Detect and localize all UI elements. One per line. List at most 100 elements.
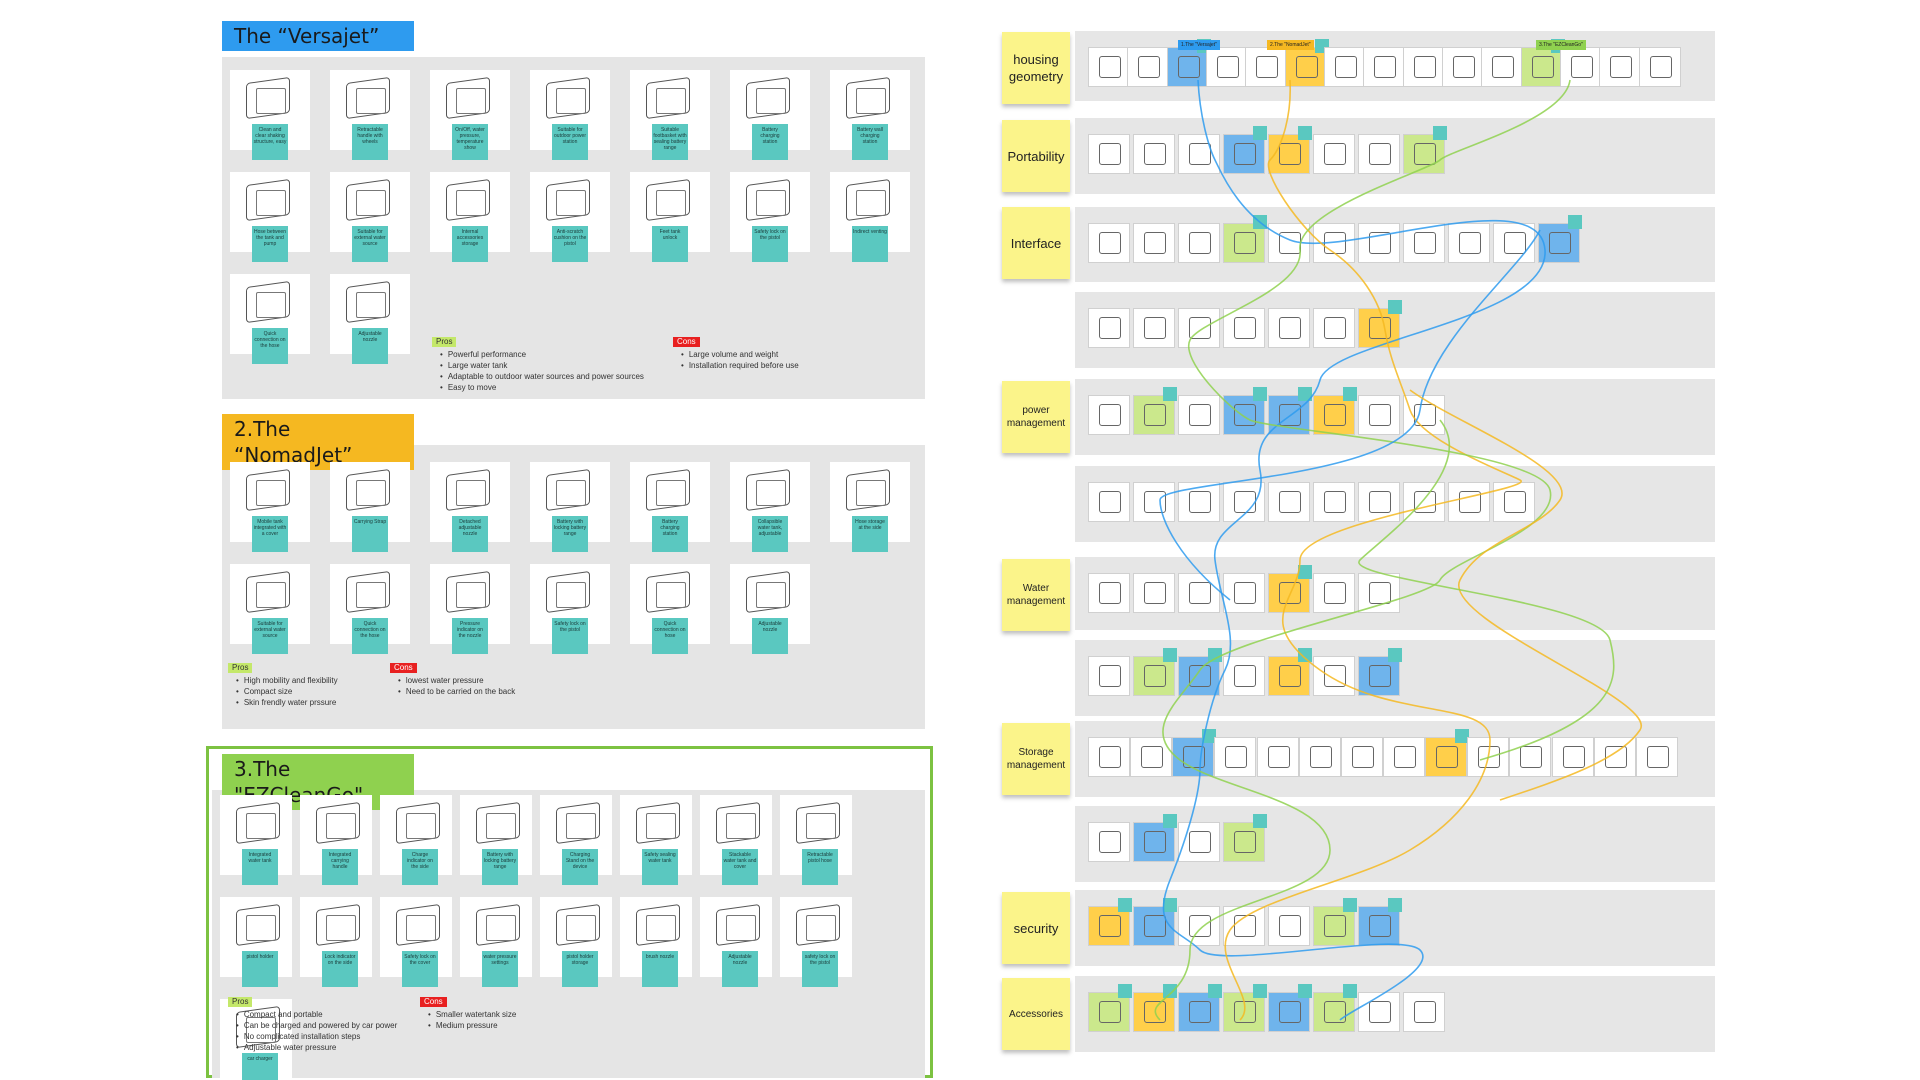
pros-list-label: Pros: [228, 663, 253, 673]
option-sketch: [1178, 822, 1220, 862]
option-sketch: [1403, 992, 1445, 1032]
pros-list: ProsHigh mobility and flexibilityCompact…: [228, 662, 338, 708]
sketch-grid: Clean and clear shaking structure, easy R…: [230, 70, 917, 364]
option-sketch: [1223, 223, 1265, 263]
option-sketch: [1127, 47, 1170, 87]
sketch-drawing: [856, 88, 886, 114]
cons-list: ConsLarge volume and weightInstallation …: [673, 336, 799, 371]
sketch-card: Adjustable nozzle: [700, 897, 772, 987]
option-sketch: [1448, 482, 1490, 522]
option-sketch: [1223, 656, 1265, 696]
option-sketch: [1358, 656, 1400, 696]
sketch-card: Indirect venting: [830, 172, 910, 262]
sticky-note: Integrated water tank: [242, 849, 278, 885]
sketch-card: brush nozzle: [620, 897, 692, 987]
sketch-card: Charging Stand on the device: [540, 795, 612, 885]
sketch-card: Adjustable nozzle: [730, 564, 810, 654]
option-sketch: [1298, 737, 1341, 777]
mini-sticky-note: [1163, 984, 1177, 998]
sticky-note: Retractable handle with wheels: [352, 124, 388, 160]
sticky-note: Safety lock on the cover: [402, 951, 438, 987]
sketch-drawing: [756, 88, 786, 114]
mini-sticky-note: [1298, 984, 1312, 998]
option-sketch: [1133, 822, 1175, 862]
sketch-card: Quick connection on hose: [630, 564, 710, 654]
option-sketch: [1313, 906, 1355, 946]
sketch-card: Safety lock on the cover: [380, 897, 452, 987]
sketch-drawing: [646, 813, 676, 839]
sketch-card: Collapsible water tank, adjustable: [730, 462, 810, 552]
option-sketch: [1223, 134, 1265, 174]
option-sketch: [1088, 223, 1130, 263]
pros-list-item: Easy to move: [440, 382, 644, 393]
sketch-drawing: [356, 582, 386, 608]
sticky-note: Clean and clear shaking structure, easy: [252, 124, 288, 160]
sticky-note: On/Off, water pressure, temperature show: [452, 124, 488, 160]
option-sketch: [1178, 223, 1220, 263]
concept-path: [1162, 79, 1546, 1021]
cons-list-item: Large volume and weight: [681, 349, 799, 360]
sketch-drawing: [256, 190, 286, 216]
sticky-note: Battery charging station: [752, 124, 788, 160]
matrix-concept-tag: 3.The "EZCleanGo": [1536, 40, 1586, 50]
option-sketch: [1635, 737, 1678, 777]
cons-list: Conslowest water pressureNeed to be carr…: [390, 662, 515, 697]
sticky-note: Retractable pistol hose: [802, 849, 838, 885]
concept-path: [1154, 79, 1571, 1021]
category-note: Portability: [1002, 120, 1070, 192]
pros-list-item: High mobility and flexibility: [236, 675, 338, 686]
cons-list-item: Installation required before use: [681, 360, 799, 371]
option-sketch: [1223, 308, 1265, 348]
option-sketch: [1088, 737, 1130, 777]
sketch-drawing: [486, 915, 516, 941]
option-sketch: [1088, 992, 1130, 1032]
category-note: security: [1002, 892, 1070, 964]
mini-sticky-note: [1298, 126, 1312, 140]
pros-list-label: Pros: [228, 997, 253, 1007]
option-sketch: [1268, 656, 1310, 696]
sticky-note: Internal accessories storage: [452, 226, 488, 262]
sketch-card: Quick connection on the hose: [230, 274, 310, 364]
sketch-card: Integrated carrying handle: [300, 795, 372, 885]
pros-list-label: Pros: [432, 337, 457, 347]
cons-list-item: lowest water pressure: [398, 675, 515, 686]
mini-sticky-note: [1455, 729, 1470, 743]
sketch-card: Carrying Strap: [330, 462, 410, 552]
sketch-drawing: [656, 88, 686, 114]
option-sketch: [1088, 482, 1130, 522]
sticky-note: Battery wall charging station: [852, 124, 888, 160]
category-note: Storage management: [1002, 723, 1070, 795]
pros-list-item: Compact size: [236, 686, 338, 697]
option-sketch: [1133, 656, 1175, 696]
sticky-note: Charge indicator on the side: [402, 849, 438, 885]
sketch-card: On/Off, water pressure, temperature show: [430, 70, 510, 160]
option-sketch: [1172, 737, 1215, 777]
sketch-drawing: [556, 88, 586, 114]
option-sketch: [1268, 992, 1310, 1032]
mini-sticky-note: [1202, 729, 1217, 743]
sketch-drawing: [256, 480, 286, 506]
option-sketch: [1178, 906, 1220, 946]
sticky-note: brush nozzle: [642, 951, 678, 987]
sketch-card: Anti-scratch cushion on the pistol: [530, 172, 610, 262]
sketch-card: Mobile tank integrated with a cover: [230, 462, 310, 552]
option-sketch: [1133, 992, 1175, 1032]
option-sketch: [1088, 134, 1130, 174]
sketch-card: Internal accessories storage: [430, 172, 510, 262]
sketch-drawing: [356, 292, 386, 318]
option-sketch: [1133, 134, 1175, 174]
mini-sticky-note: [1163, 814, 1177, 828]
sketch-drawing: [726, 813, 756, 839]
option-sketch: [1551, 737, 1594, 777]
sketch-card: pistol holder: [220, 897, 292, 987]
sticky-note: Safety sealing water tank: [642, 849, 678, 885]
sketch-card: Lock indicator on the side: [300, 897, 372, 987]
mini-sticky-note: [1253, 387, 1267, 401]
mini-sticky-note: [1253, 984, 1267, 998]
matrix-concept-tag: 1.The "Versajet": [1178, 40, 1220, 50]
option-sketch: [1268, 906, 1310, 946]
mini-sticky-note: [1163, 648, 1177, 662]
option-sketch: [1088, 822, 1130, 862]
